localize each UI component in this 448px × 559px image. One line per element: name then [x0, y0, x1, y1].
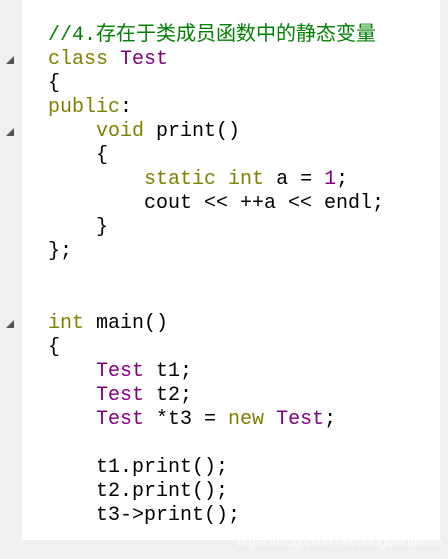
code-line: Test t2; [48, 384, 384, 408]
code-token-plain: { [48, 144, 109, 167]
code-token-number: 1 [324, 168, 337, 191]
code-token-class: Test [96, 360, 145, 383]
code-token-plain: print() [144, 120, 241, 143]
code-token-keyword: public [48, 96, 121, 119]
code-token-plain: *t3 = [144, 408, 229, 431]
code-token-plain: ; [324, 408, 337, 431]
code-token-plain: t3->print(); [48, 504, 241, 527]
code-token-keyword: static [144, 168, 217, 191]
code-token-class: Test [276, 408, 325, 431]
code-line: t1.print(); [48, 456, 384, 480]
code-token-keyword: int [228, 168, 265, 191]
code-token-class: Test [96, 408, 145, 431]
code-token-plain: a = [264, 168, 325, 191]
code-line [48, 288, 384, 312]
code-token-plain: main() [84, 312, 169, 335]
code-token-plain: ; [336, 168, 349, 191]
code-line: t3->print(); [48, 504, 384, 528]
code-token-plain: t1.print(); [48, 456, 229, 479]
code-line: } [48, 216, 384, 240]
code-line: { [48, 72, 384, 96]
code-token-plain [48, 168, 144, 191]
code-token-plain [216, 168, 228, 191]
code-line: { [48, 144, 384, 168]
code-token-plain: t1; [144, 360, 193, 383]
code-token-plain: }; [48, 240, 73, 263]
code-token-keyword: int [48, 312, 85, 335]
code-token-plain: } [48, 216, 109, 239]
code-token-plain: t2.print(); [48, 480, 229, 503]
watermark-text: https://blog.csdn.net/haogewudi666 [237, 534, 442, 549]
code-token-class: Test [120, 48, 169, 71]
code-line: cout << ++a << endl; [48, 192, 384, 216]
code-token-plain [48, 120, 96, 143]
code-token-plain: { [48, 336, 61, 359]
collapse-triangle-icon[interactable] [5, 127, 15, 137]
collapse-triangle-icon[interactable] [5, 319, 15, 329]
code-line: //4.存在于类成员函数中的静态变量 [48, 24, 384, 48]
code-token-plain [48, 360, 96, 383]
code-line: public: [48, 96, 384, 120]
code-token-plain: { [48, 72, 61, 95]
code-token-keyword: class [48, 48, 109, 71]
code-line: static int a = 1; [48, 168, 384, 192]
code-token-plain: t2; [144, 384, 193, 407]
code-token-comment: //4.存在于类成员函数中的静态变量 [48, 24, 377, 47]
code-line: }; [48, 240, 384, 264]
code-line [48, 264, 384, 288]
code-token-plain [264, 408, 276, 431]
code-line: { [48, 336, 384, 360]
editor-gutter [0, 0, 22, 540]
code-token-plain [48, 408, 96, 431]
code-line: int main() [48, 312, 384, 336]
code-token-keyword: new [228, 408, 265, 431]
code-token-plain: cout << ++a << endl; [48, 192, 385, 215]
code-line [48, 432, 384, 456]
code-token-keyword: void [96, 120, 145, 143]
code-line: void print() [48, 120, 384, 144]
code-line: Test *t3 = new Test; [48, 408, 384, 432]
code-token-class: Test [96, 384, 145, 407]
code-line: t2.print(); [48, 480, 384, 504]
code-token-plain: : [120, 96, 133, 119]
code-token-plain [48, 384, 96, 407]
code-token-plain [108, 48, 120, 71]
code-line: class Test [48, 48, 384, 72]
collapse-triangle-icon[interactable] [5, 55, 15, 65]
code-line: Test t1; [48, 360, 384, 384]
